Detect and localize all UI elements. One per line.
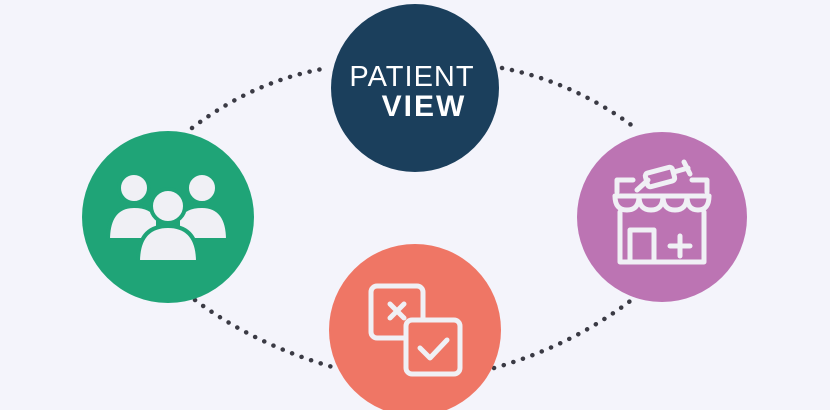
- patient-view-node: PATIENT VIEW: [331, 4, 499, 172]
- connector-bottom-right: [491, 292, 641, 371]
- patient-view-title-line2: VIEW: [382, 90, 467, 123]
- people-node: [82, 131, 254, 303]
- patient-view-circle: [331, 4, 499, 172]
- connector-bottom-left: [192, 297, 339, 371]
- patient-view-title-line1: PATIENT: [349, 61, 474, 93]
- pharmacy-store-icon: [612, 159, 712, 265]
- people-group-icon: [105, 171, 231, 264]
- pharmacy-node-circle: [577, 132, 747, 302]
- dotted-connectors: [189, 65, 641, 371]
- connector-top-right: [499, 65, 641, 133]
- pharmacy-node: [577, 132, 747, 302]
- connector-top-left: [189, 65, 331, 131]
- accept-reject-icon: [368, 283, 463, 377]
- decision-node: [329, 244, 501, 410]
